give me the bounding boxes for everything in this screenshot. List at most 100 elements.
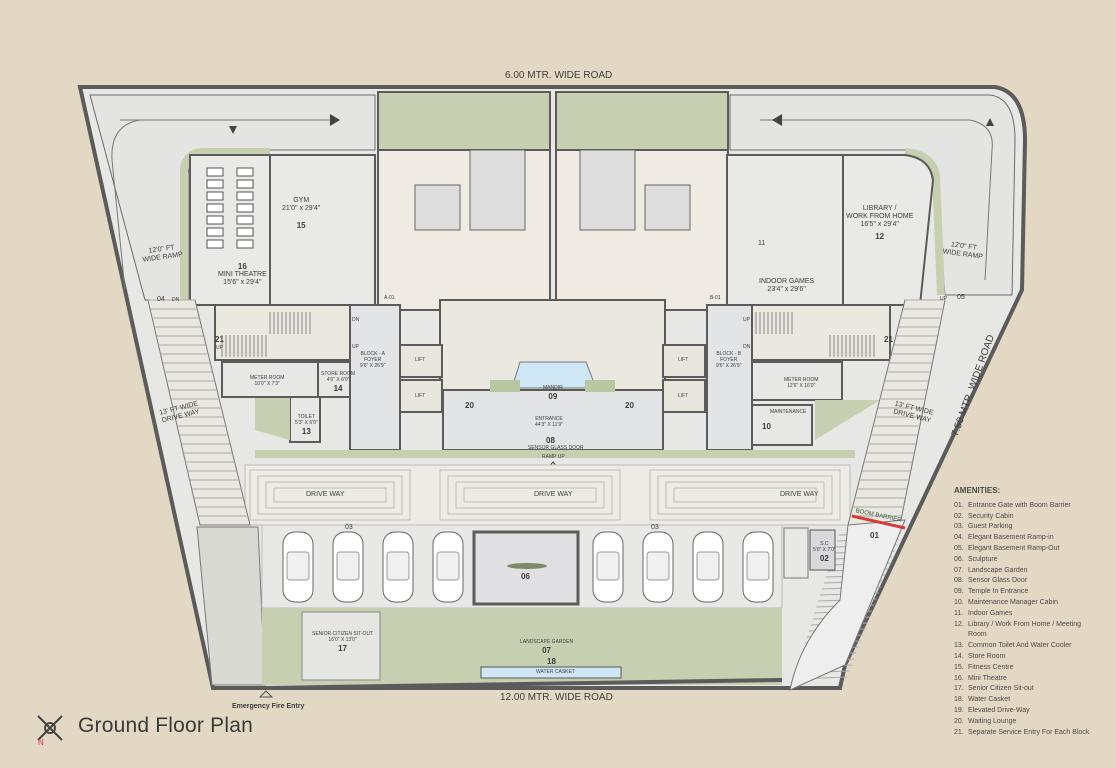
stair-up-label: UP <box>352 344 359 350</box>
amenities-legend: AMENITIES: 01. Entrance Gate with Boom Ba… <box>954 486 1089 738</box>
theatre-seat <box>206 227 224 237</box>
foyer-a <box>349 304 401 451</box>
entrance-num: 08 <box>546 436 555 445</box>
amenity-number: 16. <box>954 674 964 682</box>
theatre-seat <box>206 239 224 249</box>
entrance-ramp <box>789 519 906 691</box>
paving-pattern <box>657 475 833 515</box>
amenity-item: 02. Security Cabin <box>954 512 1089 523</box>
amenity-number: 10. <box>954 598 964 606</box>
amenity-text: Maintenance Manager Cabin <box>968 598 1058 606</box>
amenity-number: 08. <box>954 577 964 585</box>
amenity-number: 13. <box>954 642 964 650</box>
car-roof <box>596 551 620 581</box>
amenity-text: Elegant Basement Ramp-Out <box>968 544 1060 552</box>
unit-a01-label: A-01 <box>384 295 395 301</box>
water-casket-label: WATER CASKET <box>536 669 575 675</box>
ramp-right-num: 05 <box>957 294 965 301</box>
amenity-number: 05. <box>954 544 964 552</box>
stair-up-label: UP <box>216 345 223 351</box>
car-roof <box>696 551 720 581</box>
paving-pattern <box>265 481 395 509</box>
water-casket-num: 18 <box>547 657 556 666</box>
amenity-text: Entrance Gate with Boom Barrier <box>968 501 1071 509</box>
amenity-text: Security Cabin <box>968 512 1014 520</box>
amenity-item: 01. Entrance Gate with Boom Barrier <box>954 501 1089 512</box>
security-cabin <box>809 529 836 571</box>
sensor-glass-door[interactable]: SENSOR GLASS DOOR <box>528 445 584 451</box>
amenity-number: 18. <box>954 696 964 704</box>
theatre-seat <box>236 191 254 201</box>
amenity-item: 08.Sensor Glass Door <box>954 576 1089 587</box>
theatre-seat <box>206 215 224 225</box>
driveway-label: DRIVE WAY <box>780 491 819 498</box>
amenity-item: 13.Common Toilet And Water Cooler <box>954 641 1089 652</box>
amenity-item: 03.Guest Parking <box>954 522 1089 533</box>
foyer-b <box>706 304 753 451</box>
amenity-number: 03. <box>954 523 964 531</box>
indoor-games <box>726 154 844 306</box>
amenity-text: Fitness Centre <box>968 663 1014 671</box>
amenity-number: 02. <box>954 512 964 520</box>
amenity-number: 01. <box>954 501 964 509</box>
amenity-number: 06. <box>954 555 964 563</box>
amenity-number: 20. <box>954 717 964 725</box>
amenity-item: 09.Temple In Entrance <box>954 587 1089 598</box>
paving-pattern <box>257 475 403 515</box>
library <box>842 154 935 306</box>
theatre-seat <box>206 167 224 177</box>
theatre-seat <box>206 191 224 201</box>
ramp-up-label: RAMP UP <box>542 454 565 460</box>
amenity-number: 12. <box>954 620 964 628</box>
driveway-label: DRIVE WAY <box>534 491 573 498</box>
amenity-number: 09. <box>954 588 964 596</box>
service-entry-right-num: 21 <box>884 335 893 344</box>
amenity-item: 21.Separate Service Entry For Each Block <box>954 728 1089 739</box>
amenity-item: 10. Maintenance Manager Cabin <box>954 598 1089 609</box>
amenities-heading: AMENITIES: <box>954 486 1001 495</box>
emergency-fire-entry: Emergency Fire Entry <box>232 703 305 710</box>
theatre-seat <box>236 179 254 189</box>
theatre-seat <box>236 203 254 213</box>
waiting-lounge-right-num: 20 <box>625 401 634 410</box>
boom-barrier <box>851 514 906 530</box>
north-label: N <box>38 738 44 747</box>
car-roof <box>286 551 310 581</box>
amenity-number: 04. <box>954 534 964 542</box>
amenity-number: 21. <box>954 728 964 736</box>
amenity-item: 12.Library / Work From Home / Meeting Ro… <box>954 620 1089 642</box>
sculpture-icon <box>507 563 547 569</box>
ramp-left-dn: DN <box>172 297 180 303</box>
unit-b01-label: B-01 <box>710 295 721 301</box>
paving-pattern <box>673 487 817 503</box>
paving-pattern <box>447 475 613 515</box>
amenity-number: 19. <box>954 706 964 714</box>
amenity-text: Water Casket <box>968 696 1011 704</box>
car-roof <box>336 551 360 581</box>
boom-barrier-num: 01 <box>870 531 879 540</box>
parking-num-right: 03 <box>651 524 659 531</box>
service-entry-left-num: 21 <box>215 335 224 344</box>
driveway-label: DRIVE WAY <box>306 491 345 498</box>
amenity-item: 07.Landscape Garden <box>954 566 1089 577</box>
stair-up-label: UP <box>743 317 750 323</box>
amenity-text: Senior Citizen Sit-out <box>968 685 1034 693</box>
entrance-lobby <box>442 389 664 451</box>
water-casket <box>480 666 622 679</box>
amenity-item: 16.Mini Theatre <box>954 674 1089 685</box>
amenity-item: 19.Elevated Drive-Way <box>954 706 1089 717</box>
paving-pattern <box>273 487 387 503</box>
amenity-item: 05. Elegant Basement Ramp-Out <box>954 544 1089 555</box>
parking-num-left: 03 <box>345 524 353 531</box>
lift: LIFT <box>678 393 689 399</box>
